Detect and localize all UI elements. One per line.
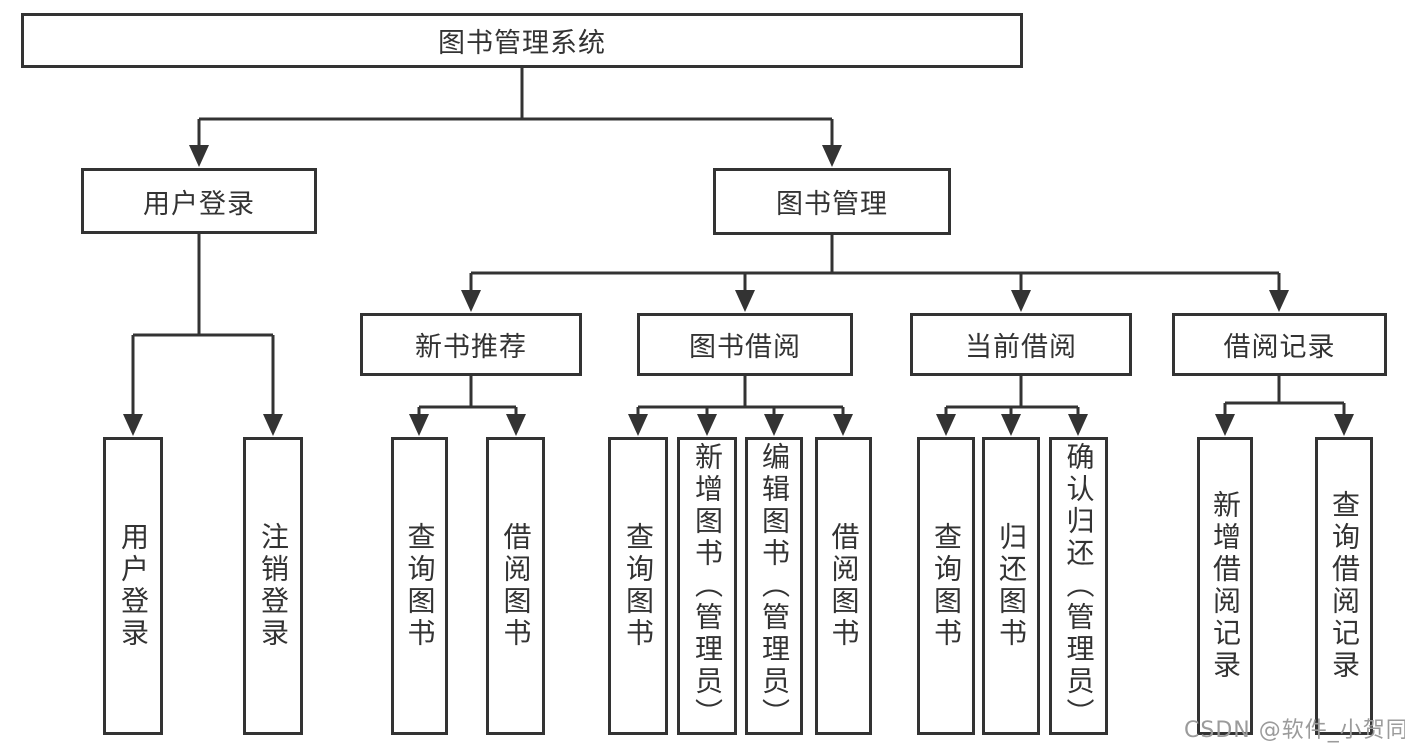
leaf-cb-confirm-return-admin: 确认归还（管理员）: [1049, 437, 1108, 735]
connector-new-book-rec-group: [417, 376, 518, 417]
connector-borrow-record-group: [1223, 376, 1346, 417]
node-book-management: 图书管理: [713, 168, 951, 235]
arrowheads-borrow-record-group: [1215, 414, 1354, 436]
leaf-br-query-record: 查询借阅记录: [1315, 437, 1373, 735]
leaf-cb-query-book: 查询图书: [917, 437, 975, 735]
arrowheads-new-book-rec-group: [409, 414, 526, 436]
leaf-br-add-record-label: 新增借阅记录: [1209, 490, 1242, 682]
arrowheads-user-login-group: [123, 414, 283, 436]
node-new-book-recommendation-label: 新书推荐: [415, 332, 527, 363]
arrowheads-level2: [189, 145, 842, 167]
connector-root-to-level2: [197, 68, 834, 148]
leaf-user-login: 用户登录: [103, 437, 163, 735]
leaf-logout: 注销登录: [243, 437, 303, 735]
node-borrowing-records: 借阅记录: [1172, 313, 1387, 376]
arrowheads-current-borrow-group: [936, 414, 1088, 436]
leaf-cb-query-book-label: 查询图书: [930, 522, 963, 650]
connector-book-mgmt-group: [469, 235, 1281, 293]
node-library-system-label: 图书管理系统: [438, 28, 606, 59]
node-book-borrowing: 图书借阅: [637, 313, 853, 376]
leaf-bb-add-book-admin-label: 新增图书（管理员）: [691, 442, 724, 730]
leaf-cb-return-book-label: 归还图书: [995, 522, 1028, 650]
node-book-management-label: 图书管理: [776, 189, 888, 220]
leaf-bb-borrow-book-label: 借阅图书: [827, 522, 861, 650]
node-user-login: 用户登录: [81, 168, 317, 234]
leaf-cb-return-book: 归还图书: [982, 437, 1040, 735]
leaf-bb-query-book-label: 查询图书: [622, 522, 655, 650]
connector-book-borrow-group: [636, 376, 845, 417]
node-current-borrowing-label: 当前借阅: [965, 332, 1077, 363]
leaf-bb-query-book: 查询图书: [608, 437, 668, 735]
leaf-bb-edit-book-admin-label: 编辑图书（管理员）: [758, 442, 791, 730]
node-current-borrowing: 当前借阅: [910, 313, 1132, 376]
leaf-logout-label: 注销登录: [257, 522, 290, 650]
node-book-borrowing-label: 图书借阅: [689, 332, 801, 363]
leaf-user-login-label: 用户登录: [117, 522, 150, 650]
leaf-br-add-record: 新增借阅记录: [1197, 437, 1253, 735]
leaf-nbr-borrow-book: 借阅图书: [486, 437, 545, 735]
leaf-bb-add-book-admin: 新增图书（管理员）: [677, 437, 737, 735]
node-library-system: 图书管理系统: [21, 13, 1023, 68]
connector-user-login-group: [131, 234, 275, 417]
node-new-book-recommendation: 新书推荐: [360, 313, 582, 376]
leaf-cb-confirm-return-admin-label: 确认归还（管理员）: [1062, 442, 1096, 730]
leaf-nbr-query-book-label: 查询图书: [403, 522, 437, 650]
node-borrowing-records-label: 借阅记录: [1223, 332, 1336, 363]
leaf-nbr-query-book: 查询图书: [391, 437, 448, 735]
csdn-watermark: CSDN @软件_小贺同学: [1184, 718, 1405, 743]
leaf-nbr-borrow-book-label: 借阅图书: [499, 522, 533, 650]
arrowheads-book-mgmt-group: [461, 290, 1289, 312]
leaf-br-query-record-label: 查询借阅记录: [1328, 490, 1361, 682]
node-user-login-label: 用户登录: [143, 188, 255, 220]
leaf-bb-borrow-book: 借阅图书: [815, 437, 872, 735]
arrowheads-book-borrow-group: [628, 414, 853, 436]
leaf-bb-edit-book-admin: 编辑图书（管理员）: [745, 437, 803, 735]
connector-current-borrow-group: [944, 376, 1080, 417]
